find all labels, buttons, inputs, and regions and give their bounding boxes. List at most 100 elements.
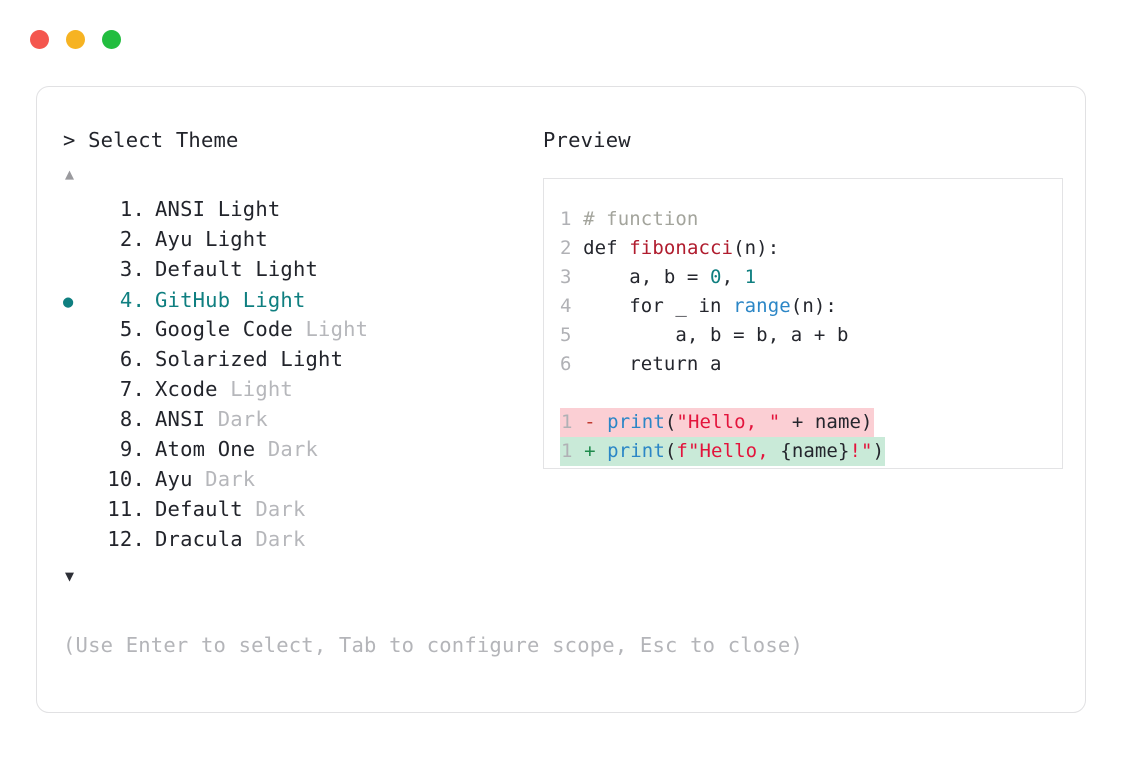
theme-item-label: ANSI Dark [145,407,268,431]
maximize-dot[interactable] [102,30,121,49]
code-token: (n): [790,295,837,317]
code-token: print [607,440,665,462]
theme-item-name: Ayu [155,467,206,491]
theme-item-name: Ayu [155,227,206,251]
theme-list-item[interactable]: 5.Google Code Light [63,317,533,347]
diff-sign: - [572,411,596,433]
theme-list-item[interactable]: 11.Default Dark [63,497,533,527]
code-token: a, b = b, a + b [571,324,849,346]
theme-item-number: 9. [107,437,145,461]
code-token: + name) [780,411,873,433]
theme-item-label: ANSI Light [145,197,280,221]
code-line-number: 1 [560,208,572,230]
theme-item-variant: Dark [217,407,268,431]
preview-title: Preview [543,128,631,152]
theme-item-name: Dracula [155,527,256,551]
diff-line-number: 1 [561,440,573,462]
theme-item-number: 11. [107,497,145,521]
minimize-dot[interactable] [66,30,85,49]
theme-item-label: Ayu Dark [145,467,255,491]
scroll-up-icon[interactable]: ▲ [65,165,75,183]
theme-item-label: GitHub Light [145,288,306,312]
theme-item-label: Ayu Light [145,227,268,251]
scroll-down-icon[interactable]: ▼ [65,567,75,585]
theme-selection-pane: > Select Theme ▲ 1.ANSI Light 2.Ayu Ligh… [63,127,533,589]
code-line: 3 a, b = 0, 1 [560,263,1062,292]
theme-item-label: Default Light [145,257,318,281]
code-line: 5 a, b = b, a + b [560,321,1062,350]
theme-item-name: Atom One [155,437,268,461]
theme-item-name: ANSI [155,407,218,431]
code-token: return a [571,353,722,375]
code-token: ( [664,440,677,462]
theme-item-number: 7. [107,377,145,401]
code-token: range [733,295,791,317]
code-line: 2 def fibonacci(n): [560,234,1062,263]
code-token: , [721,266,745,288]
selection-bullet-icon: ● [63,292,74,312]
code-token: {name} [780,440,850,462]
theme-item-name: Xcode [155,377,231,401]
diff-added-line: 1 + print(f"Hello, {name}!") [560,437,886,466]
code-token: (n): [733,237,780,259]
theme-item-label: Xcode Light [145,377,293,401]
theme-item-name: Google Code [155,317,306,341]
theme-item-number: 1. [107,197,145,221]
code-line-number: 5 [560,324,572,346]
theme-list-item[interactable]: 10.Ayu Dark [63,467,533,497]
theme-picker-card: > Select Theme ▲ 1.ANSI Light 2.Ayu Ligh… [36,86,1086,713]
code-token: 1 [744,266,757,288]
theme-item-variant: Light [280,347,344,371]
theme-item-variant: Light [230,377,293,401]
theme-item-number: 6. [107,347,145,371]
theme-list-item[interactable]: 7.Xcode Light [63,377,533,407]
theme-list-item[interactable]: 1.ANSI Light [63,197,533,227]
code-token: fibonacci [629,237,734,259]
code-token: a, b = [571,266,711,288]
code-line-number: 4 [560,295,572,317]
theme-list-item[interactable]: 12.Dracula Dark [63,527,533,557]
code-token: print [607,411,665,433]
window-titlebar [30,30,121,49]
theme-item-variant: Dark [255,527,306,551]
code-token [596,440,608,462]
theme-item-variant: Light [305,317,369,341]
code-line-number: 3 [560,266,572,288]
theme-list-item[interactable]: ● 4.GitHub Light [63,287,533,317]
diff-line-wrapper: 1 - print("Hello, " + name) [560,408,1062,437]
theme-item-variant: Light [242,288,306,312]
diff-line-wrapper: 1 + print(f"Hello, {name}!") [560,437,1062,466]
theme-item-number: 3. [107,257,145,281]
theme-list-item[interactable]: 6.Solarized Light [63,347,533,377]
theme-item-name: Solarized [155,347,281,371]
theme-item-variant: Light [217,197,281,221]
theme-item-variant: Dark [205,467,256,491]
code-token: f"Hello, [676,440,781,462]
theme-list-item[interactable]: 8.ANSI Dark [63,407,533,437]
theme-item-label: Default Dark [145,497,306,521]
close-dot[interactable] [30,30,49,49]
theme-item-label: Dracula Dark [145,527,306,551]
keyboard-hint: (Use Enter to select, Tab to configure s… [63,633,803,657]
theme-list-item[interactable]: 9. Atom One Dark [63,437,533,467]
code-token: for _ in [571,295,734,317]
theme-item-number: 8. [107,407,145,431]
theme-list-item[interactable]: 3.Default Light [63,257,533,287]
code-token: ) [872,440,885,462]
code-token: !" [849,440,873,462]
theme-item-variant: Dark [267,437,319,461]
panes: > Select Theme ▲ 1.ANSI Light 2.Ayu Ligh… [37,87,1085,712]
code-token [596,411,608,433]
theme-item-number: 4. [107,288,145,312]
theme-item-name: ANSI [155,197,218,221]
theme-item-label: Solarized Light [145,347,343,371]
code-token: def [571,237,630,259]
theme-item-variant: Dark [255,497,306,521]
theme-item-variant: Light [205,227,268,251]
theme-list-item[interactable]: 2.Ayu Light [63,227,533,257]
code-token: # function [571,208,699,230]
theme-item-label: Google Code Light [145,317,368,341]
diff-block: 1 - print("Hello, " + name)1 + print(f"H… [560,408,1062,466]
